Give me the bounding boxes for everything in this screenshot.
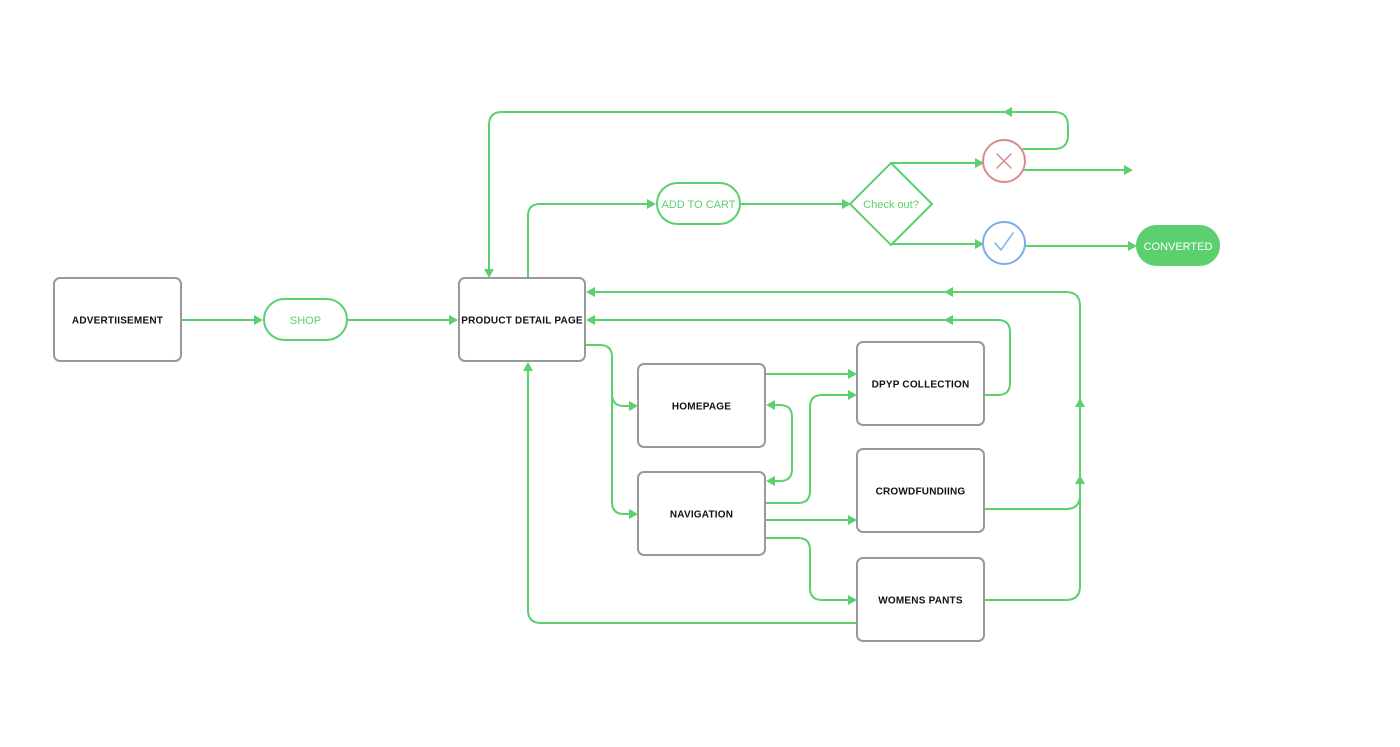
node-check-out-decision[interactable]: Check out? (849, 162, 933, 246)
arrowheads (254, 107, 1137, 605)
node-add-to-cart[interactable]: ADD TO CART (656, 182, 741, 225)
arrowhead (848, 595, 857, 605)
arrowhead (1003, 107, 1012, 117)
node-add-to-cart-label: ADD TO CART (662, 199, 736, 211)
arrowhead (944, 315, 953, 325)
node-dpyp-collection[interactable]: DPYP COLLECTION (856, 341, 985, 426)
node-homepage[interactable]: HOMEPAGE (637, 363, 766, 448)
arrowhead (629, 509, 638, 519)
arrowhead (848, 369, 857, 379)
connector-womens-pants-to-rail (983, 479, 1081, 601)
connector-pdp-to-homepage (584, 344, 632, 407)
arrowhead (848, 390, 857, 400)
arrowhead (629, 401, 638, 411)
connector-pdp-to-navigation (611, 393, 632, 515)
node-advertisement-label: ADVERTIISEMENT (72, 316, 163, 327)
arrowhead (1124, 165, 1133, 175)
node-crowdfunding[interactable]: CROWDFUNDIING (856, 448, 985, 533)
arrowhead (1128, 241, 1137, 251)
node-navigation-label: NAVIGATION (670, 510, 733, 521)
connector-dpyp-to-pdp (593, 319, 1011, 396)
node-product-detail-page-label: PRODUCT DETAIL PAGE (461, 316, 583, 327)
node-reject[interactable] (982, 139, 1026, 183)
arrowhead (848, 515, 857, 525)
arrowhead (975, 158, 984, 168)
connector-navigation-to-womens-pants (764, 537, 851, 601)
arrowhead (1075, 398, 1085, 407)
x-icon (996, 153, 1012, 169)
arrowhead (586, 315, 595, 325)
node-converted[interactable]: CONVERTED (1136, 225, 1220, 266)
node-accept[interactable] (982, 221, 1026, 265)
checkmark-icon (994, 232, 1014, 251)
arrowhead (842, 199, 851, 209)
arrowhead (484, 269, 494, 278)
node-navigation[interactable]: NAVIGATION (637, 471, 766, 556)
node-dpyp-collection-label: DPYP COLLECTION (872, 380, 970, 391)
arrowhead (254, 315, 263, 325)
node-shop[interactable]: SHOP (263, 298, 348, 341)
node-check-out-label: Check out? (863, 199, 919, 211)
node-product-detail-page[interactable]: PRODUCT DETAIL PAGE (458, 277, 586, 362)
arrowhead (647, 199, 656, 209)
node-womens-pants-label: WOMENS PANTS (878, 596, 963, 607)
arrowhead (449, 315, 458, 325)
arrowhead (586, 287, 595, 297)
node-shop-label: SHOP (290, 315, 321, 327)
node-homepage-label: HOMEPAGE (672, 402, 731, 413)
arrowhead (944, 287, 953, 297)
arrowhead (975, 239, 984, 249)
arrowhead (766, 476, 775, 486)
connector-pdp-to-add-to-cart (527, 203, 651, 279)
connector-navigation-to-dpyp (764, 394, 851, 504)
connector-reject-loop-to-pdp (488, 111, 1069, 271)
connector-womens-pants-to-pdp (527, 368, 858, 624)
node-crowdfunding-label: CROWDFUNDIING (876, 487, 966, 498)
arrowhead (766, 400, 775, 410)
node-converted-label: CONVERTED (1144, 241, 1213, 253)
node-advertisement[interactable]: ADVERTIISEMENT (53, 277, 182, 362)
connector-homepage-navigation (772, 404, 793, 482)
arrowhead (523, 362, 533, 371)
node-womens-pants[interactable]: WOMENS PANTS (856, 557, 985, 642)
arrowhead (1075, 475, 1085, 484)
